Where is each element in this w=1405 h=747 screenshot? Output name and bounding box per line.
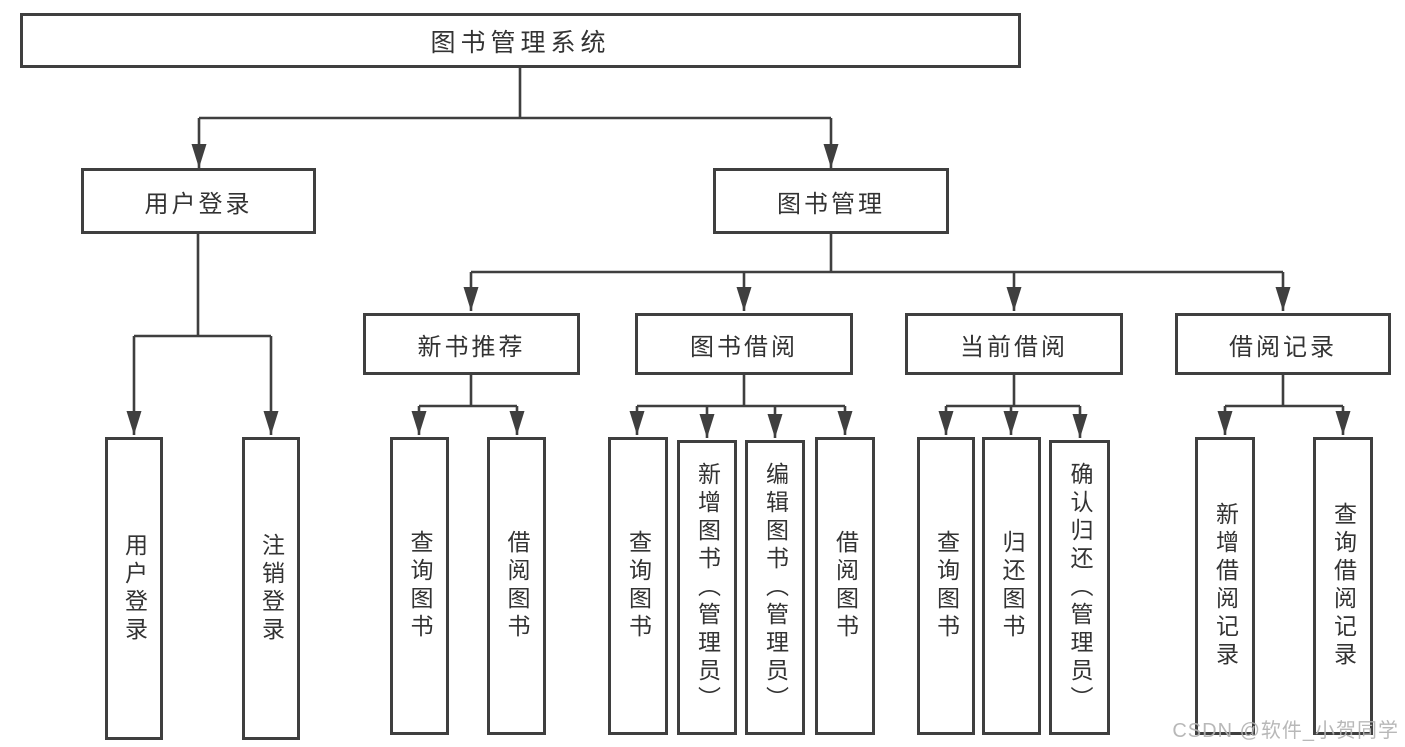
wire-user-login-branch	[134, 234, 271, 338]
leaf-nb-query-books: 查询图书	[390, 437, 449, 735]
leaf-cb-confirm-return-admin-label: 确认归还（管理员）	[1067, 461, 1093, 714]
node-book-borrowing: 图书借阅	[635, 313, 853, 375]
leaf-nb-query-books-label: 查询图书	[407, 530, 433, 642]
node-current-borrowing: 当前借阅	[905, 313, 1123, 375]
node-current-borrowing-label: 当前借阅	[960, 333, 1068, 361]
leaf-br-add-record-label: 新增借阅记录	[1212, 502, 1239, 670]
wire-current-borrow-branch	[946, 375, 1080, 408]
node-new-book-recommend: 新书推荐	[363, 313, 580, 375]
leaf-logout-label: 注销登录	[258, 532, 285, 645]
leaf-bb-borrow-books: 借阅图书	[815, 437, 875, 735]
leaf-bb-add-books-admin-label: 新增图书（管理员）	[694, 461, 721, 714]
leaf-bb-edit-books-admin-label: 编辑图书（管理员）	[762, 461, 789, 714]
leaf-bb-query-books: 查询图书	[608, 437, 668, 735]
node-new-book-recommend-label: 新书推荐	[417, 333, 526, 361]
leaf-bb-query-books-label: 查询图书	[625, 530, 652, 642]
node-user-login-label: 用户登录	[144, 190, 253, 218]
leaf-bb-edit-books-admin: 编辑图书（管理员）	[745, 440, 805, 735]
csdn-watermark: CSDN @软件_小贺同学	[1172, 720, 1399, 742]
wire-book-borrow-branch	[637, 375, 845, 408]
leaf-cb-query-books: 查询图书	[917, 437, 975, 735]
leaf-user-login: 用户登录	[105, 437, 163, 740]
wire-root-to-level2	[199, 68, 831, 120]
node-user-login: 用户登录	[81, 168, 316, 234]
node-borrowing-records-label: 借阅记录	[1229, 333, 1337, 361]
node-book-management: 图书管理	[713, 168, 949, 234]
leaf-user-login-label: 用户登录	[121, 532, 148, 645]
wire-records-branch	[1225, 375, 1343, 408]
leaf-cb-query-books-label: 查询图书	[933, 530, 960, 642]
leaf-cb-confirm-return-admin: 确认归还（管理员）	[1049, 440, 1110, 735]
leaf-cb-return-books: 归还图书	[982, 437, 1041, 735]
leaf-br-query-record-label: 查询借阅记录	[1330, 502, 1357, 670]
node-book-management-label: 图书管理	[777, 190, 885, 218]
node-root-system-label: 图书管理系统	[430, 28, 611, 57]
wire-new-book-branch	[419, 375, 517, 408]
node-book-borrowing-label: 图书借阅	[690, 333, 798, 361]
node-root-system: 图书管理系统	[20, 13, 1021, 68]
leaf-nb-borrow-books: 借阅图书	[487, 437, 546, 735]
leaf-br-add-record: 新增借阅记录	[1195, 437, 1255, 735]
leaf-logout: 注销登录	[242, 437, 300, 740]
node-borrowing-records: 借阅记录	[1175, 313, 1391, 375]
leaf-bb-add-books-admin: 新增图书（管理员）	[677, 440, 737, 735]
leaf-br-query-record: 查询借阅记录	[1313, 437, 1373, 735]
leaf-nb-borrow-books-label: 借阅图书	[504, 530, 530, 642]
leaf-bb-borrow-books-label: 借阅图书	[832, 530, 859, 642]
leaf-cb-return-books-label: 归还图书	[999, 530, 1025, 642]
wire-book-management-branch	[471, 234, 1283, 274]
